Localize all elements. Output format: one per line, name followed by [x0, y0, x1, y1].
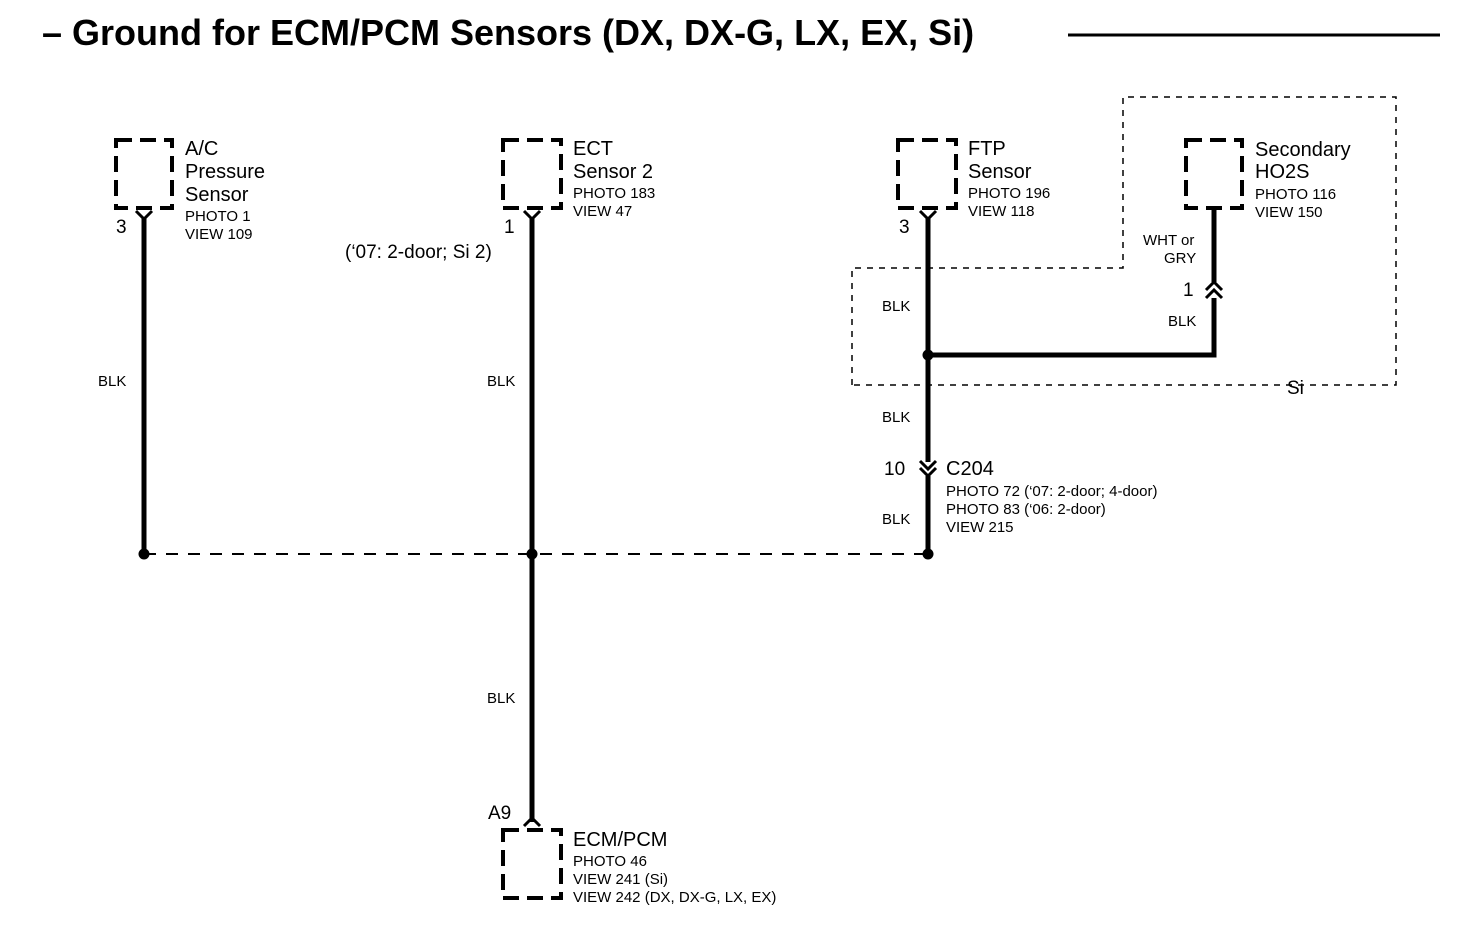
c204-view: VIEW 215	[946, 519, 1014, 536]
ho2s-label-1: Secondary	[1255, 139, 1351, 161]
c204-photo-2: PHOTO 83 (‘06: 2-door)	[946, 501, 1106, 518]
ecm-box	[501, 828, 563, 900]
ecm-label: ECM/PCM	[573, 829, 667, 851]
ftp-wire-color-lower: BLK	[882, 511, 910, 528]
ho2s-wire-color-2: GRY	[1164, 250, 1196, 267]
ecm-wire-color: BLK	[487, 690, 515, 707]
ftp-sensor-photo: PHOTO 196	[968, 185, 1050, 202]
ho2s-label-2: HO2S	[1255, 161, 1309, 183]
ho2s-photo: PHOTO 116	[1255, 186, 1336, 203]
ftp-sensor-label-1: FTP	[968, 138, 1006, 160]
si-option-label: Si	[1287, 378, 1304, 399]
ect-sensor-box	[501, 138, 563, 210]
ac-wire-color: BLK	[98, 373, 126, 390]
ect-sensor-label-1: ECT	[573, 138, 613, 160]
ftp-sensor-label-2: Sensor	[968, 161, 1032, 183]
ect-wire-color: BLK	[487, 373, 515, 390]
ho2s-ground-wire	[928, 298, 1217, 358]
bus-point-ftp	[922, 548, 934, 560]
ect-sensor-view: VIEW 47	[573, 203, 632, 220]
ac-pressure-sensor: A/C Pressure Sensor PHOTO 1 VIEW 109 3	[114, 138, 265, 243]
ect-sensor-note: (‘07: 2-door; Si 2)	[345, 242, 492, 263]
ac-sensor-photo: PHOTO 1	[185, 208, 251, 225]
ect-sensor-label-2: Sensor 2	[573, 161, 653, 183]
ecm-pcm: A9 ECM/PCM PHOTO 46 VIEW 241 (Si) VIEW 2…	[488, 803, 776, 906]
ho2s-box	[1184, 138, 1244, 210]
ac-sensor-terminal	[134, 209, 154, 222]
ect-sensor-pin: 1	[504, 217, 515, 238]
ac-sensor-label-2: Pressure	[185, 161, 265, 183]
ac-sensor-label-3: Sensor	[185, 184, 249, 206]
c204-symbol	[918, 459, 938, 479]
ect-sensor-terminal	[522, 209, 542, 222]
bus-point-ac	[138, 548, 150, 560]
ho2s-wire-color-1: WHT or	[1143, 232, 1194, 249]
secondary-ho2s: Secondary HO2S PHOTO 116 VIEW 150	[1184, 138, 1351, 221]
ftp-wire-color-mid: BLK	[882, 409, 910, 426]
c204-name: C204	[946, 458, 994, 480]
ecm-pin: A9	[488, 803, 511, 824]
ho2s-inline-connector	[1204, 279, 1224, 300]
ac-sensor-pin: 3	[116, 217, 127, 238]
ecm-photo: PHOTO 46	[573, 853, 647, 870]
ho2s-wire-color-lower: BLK	[1168, 313, 1196, 330]
ecm-view-2: VIEW 242 (DX, DX-G, LX, EX)	[573, 889, 776, 906]
ho2s-inline-pin: 1	[1183, 280, 1194, 301]
ecm-terminal	[522, 815, 542, 828]
si-option-outline	[851, 96, 1397, 386]
page-title: – Ground for ECM/PCM Sensors (DX, DX-G, …	[42, 12, 974, 53]
ac-sensor-view: VIEW 109	[185, 226, 253, 243]
ect-sensor-2: ECT Sensor 2 PHOTO 183 VIEW 47 1 (‘07: 2…	[345, 138, 655, 263]
ftp-sensor-box	[896, 138, 958, 210]
c204-connector: 10 C204 PHOTO 72 (‘07: 2-door; 4-door) P…	[884, 458, 1157, 536]
ftp-sensor-view: VIEW 118	[968, 203, 1034, 220]
ac-sensor-box	[114, 138, 174, 210]
ho2s-view: VIEW 150	[1255, 204, 1323, 221]
c204-pin: 10	[884, 459, 905, 480]
ftp-sensor-pin: 3	[899, 217, 910, 238]
ftp-sensor: FTP Sensor PHOTO 196 VIEW 118 3	[896, 138, 1050, 238]
ac-sensor-label-1: A/C	[185, 138, 218, 160]
c204-photo-1: PHOTO 72 (‘07: 2-door; 4-door)	[946, 483, 1157, 500]
ect-sensor-photo: PHOTO 183	[573, 185, 655, 202]
ftp-wire-color-upper: BLK	[882, 298, 910, 315]
ftp-sensor-terminal	[918, 209, 938, 222]
ecm-view-1: VIEW 241 (Si)	[573, 871, 668, 888]
